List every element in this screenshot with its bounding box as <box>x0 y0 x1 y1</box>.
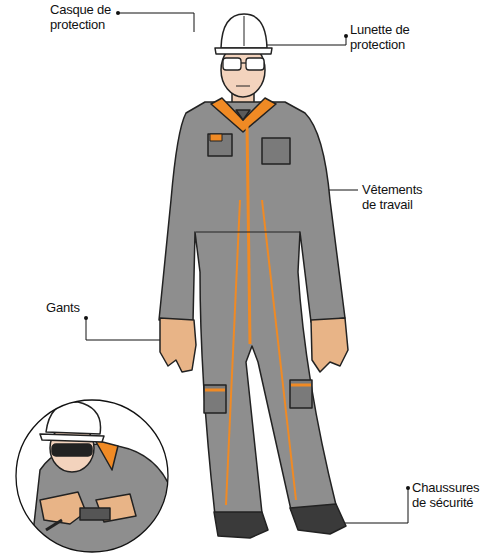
part-label: Vêtements de travail <box>362 182 434 212</box>
part-label: Gants <box>46 300 90 315</box>
part-label: Casque de protection <box>50 2 118 32</box>
worker-figure <box>159 14 348 538</box>
welding-inset <box>16 400 175 554</box>
part-label: Chaussures de sécurité <box>412 480 486 510</box>
part-label: Lunette de protection <box>350 22 424 52</box>
